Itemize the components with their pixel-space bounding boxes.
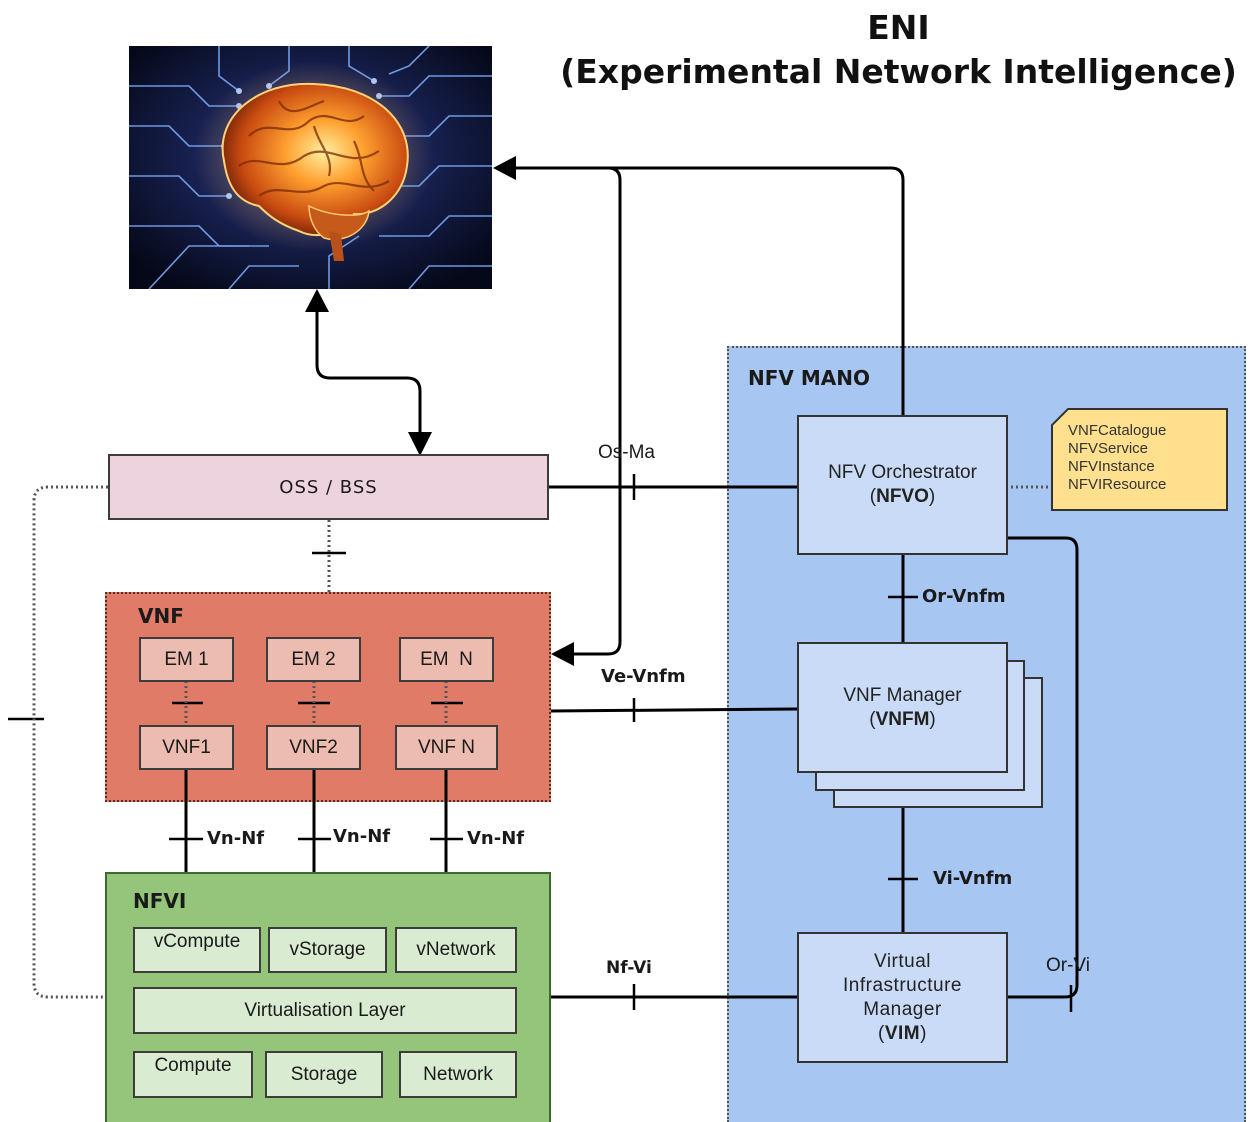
compute-box[interactable]: Compute [133,1051,253,1098]
compute-label: Compute [154,1055,232,1076]
vim-box[interactable]: Virtual Infrastructure Manager (VIM) [797,932,1008,1063]
or-vi-label: Or-Vi [1046,955,1090,976]
vstorage-box[interactable]: vStorage [268,927,387,973]
network-label: Network [423,1063,493,1085]
virtualisation-layer-label: Virtualisation Layer [244,999,406,1021]
vnf-2-label: VNF2 [289,736,338,758]
vstorage-label: vStorage [289,939,366,960]
vnf-1-label: VNF1 [162,736,211,758]
nfvo-abbr: NFVO [876,486,929,507]
brain-oss-link [315,312,422,434]
vnfm-box[interactable]: VNF Manager (VNFM) [797,642,1008,773]
catalogue-instance: NFVInstance [1068,458,1155,475]
vnf-label: VNF [138,604,184,628]
vim-line-2: Infrastructure [843,974,962,996]
virtualisation-layer-box[interactable]: Virtualisation Layer [133,987,517,1034]
ve-vnfm-label: Ve-Vnfm [601,666,686,687]
os-ma-label: Os-Ma [598,442,655,463]
brain-image [129,46,492,289]
catalogue-resource: NFVIResource [1068,476,1167,493]
vnfm-name: VNF Manager [843,684,962,706]
oss-bss-label: OSS / BSS [279,476,378,498]
em-n-box[interactable]: EM N [399,637,494,682]
vim-abbr: VIM [884,1022,921,1044]
catalogue-note-shape [1051,408,1228,511]
oss-nfvi-dotted-link [32,485,108,999]
catalogue-note[interactable]: VNFCatalogue NFVService NFVInstance NFVI… [1068,422,1226,494]
vim-line-1: Virtual [873,950,931,972]
nfv-mano-label: NFV MANO [748,366,870,390]
em-1-label: EM 1 [164,648,209,670]
network-box[interactable]: Network [399,1051,517,1098]
or-vnfm-label: Or-Vnfm [922,586,1006,607]
vnfm-abbr: VNFM [875,708,930,730]
em-1-box[interactable]: EM 1 [139,637,234,682]
vnf-2-box[interactable]: VNF2 [266,725,361,770]
em-n-label: EM N [420,648,473,670]
catalogue-service: NFVService [1068,440,1149,457]
vnf-1-box[interactable]: VNF1 [139,725,234,770]
nfvo-brain-link [514,166,905,415]
vn-nf-label-2: Vn-Nf [333,826,391,847]
catalogue-vnf: VNFCatalogue [1068,422,1167,439]
vi-vnfm-label: Vi-Vnfm [933,868,1013,889]
vn-nf-label-3: Vn-Nf [467,828,525,849]
title-line-1: ENI [867,8,930,47]
nf-vi-label: Nf-Vi [606,958,652,978]
ve-vnfm-link [550,707,798,713]
brain-circuit-icon [129,46,492,289]
em-2-label: EM 2 [291,648,336,670]
nfvo-name: NFV Orchestrator [828,462,977,483]
vim-line-3: Manager [863,998,942,1020]
diagram-title: ENI (Experimental Network Intelligence) [545,6,1252,94]
vnetwork-box[interactable]: vNetwork [395,927,517,973]
vnetwork-label: vNetwork [416,939,496,960]
vnf-n-box[interactable]: VNF N [395,725,498,770]
em-2-box[interactable]: EM 2 [266,637,361,682]
oss-bss-box[interactable]: OSS / BSS [108,454,549,520]
nfvo-box[interactable]: NFV Orchestrator (NFVO) [797,415,1008,555]
vcompute-box[interactable]: vCompute [133,927,261,973]
storage-label: Storage [290,1063,358,1085]
nfvi-label: NFVI [133,889,187,913]
storage-box[interactable]: Storage [265,1051,383,1098]
brain-vnf-link [514,166,622,656]
title-line-2: (Experimental Network Intelligence) [560,52,1237,91]
vn-nf-label-1: Vn-Nf [207,828,265,849]
vnf-n-label: VNF N [418,736,475,758]
vcompute-label: vCompute [153,931,241,952]
